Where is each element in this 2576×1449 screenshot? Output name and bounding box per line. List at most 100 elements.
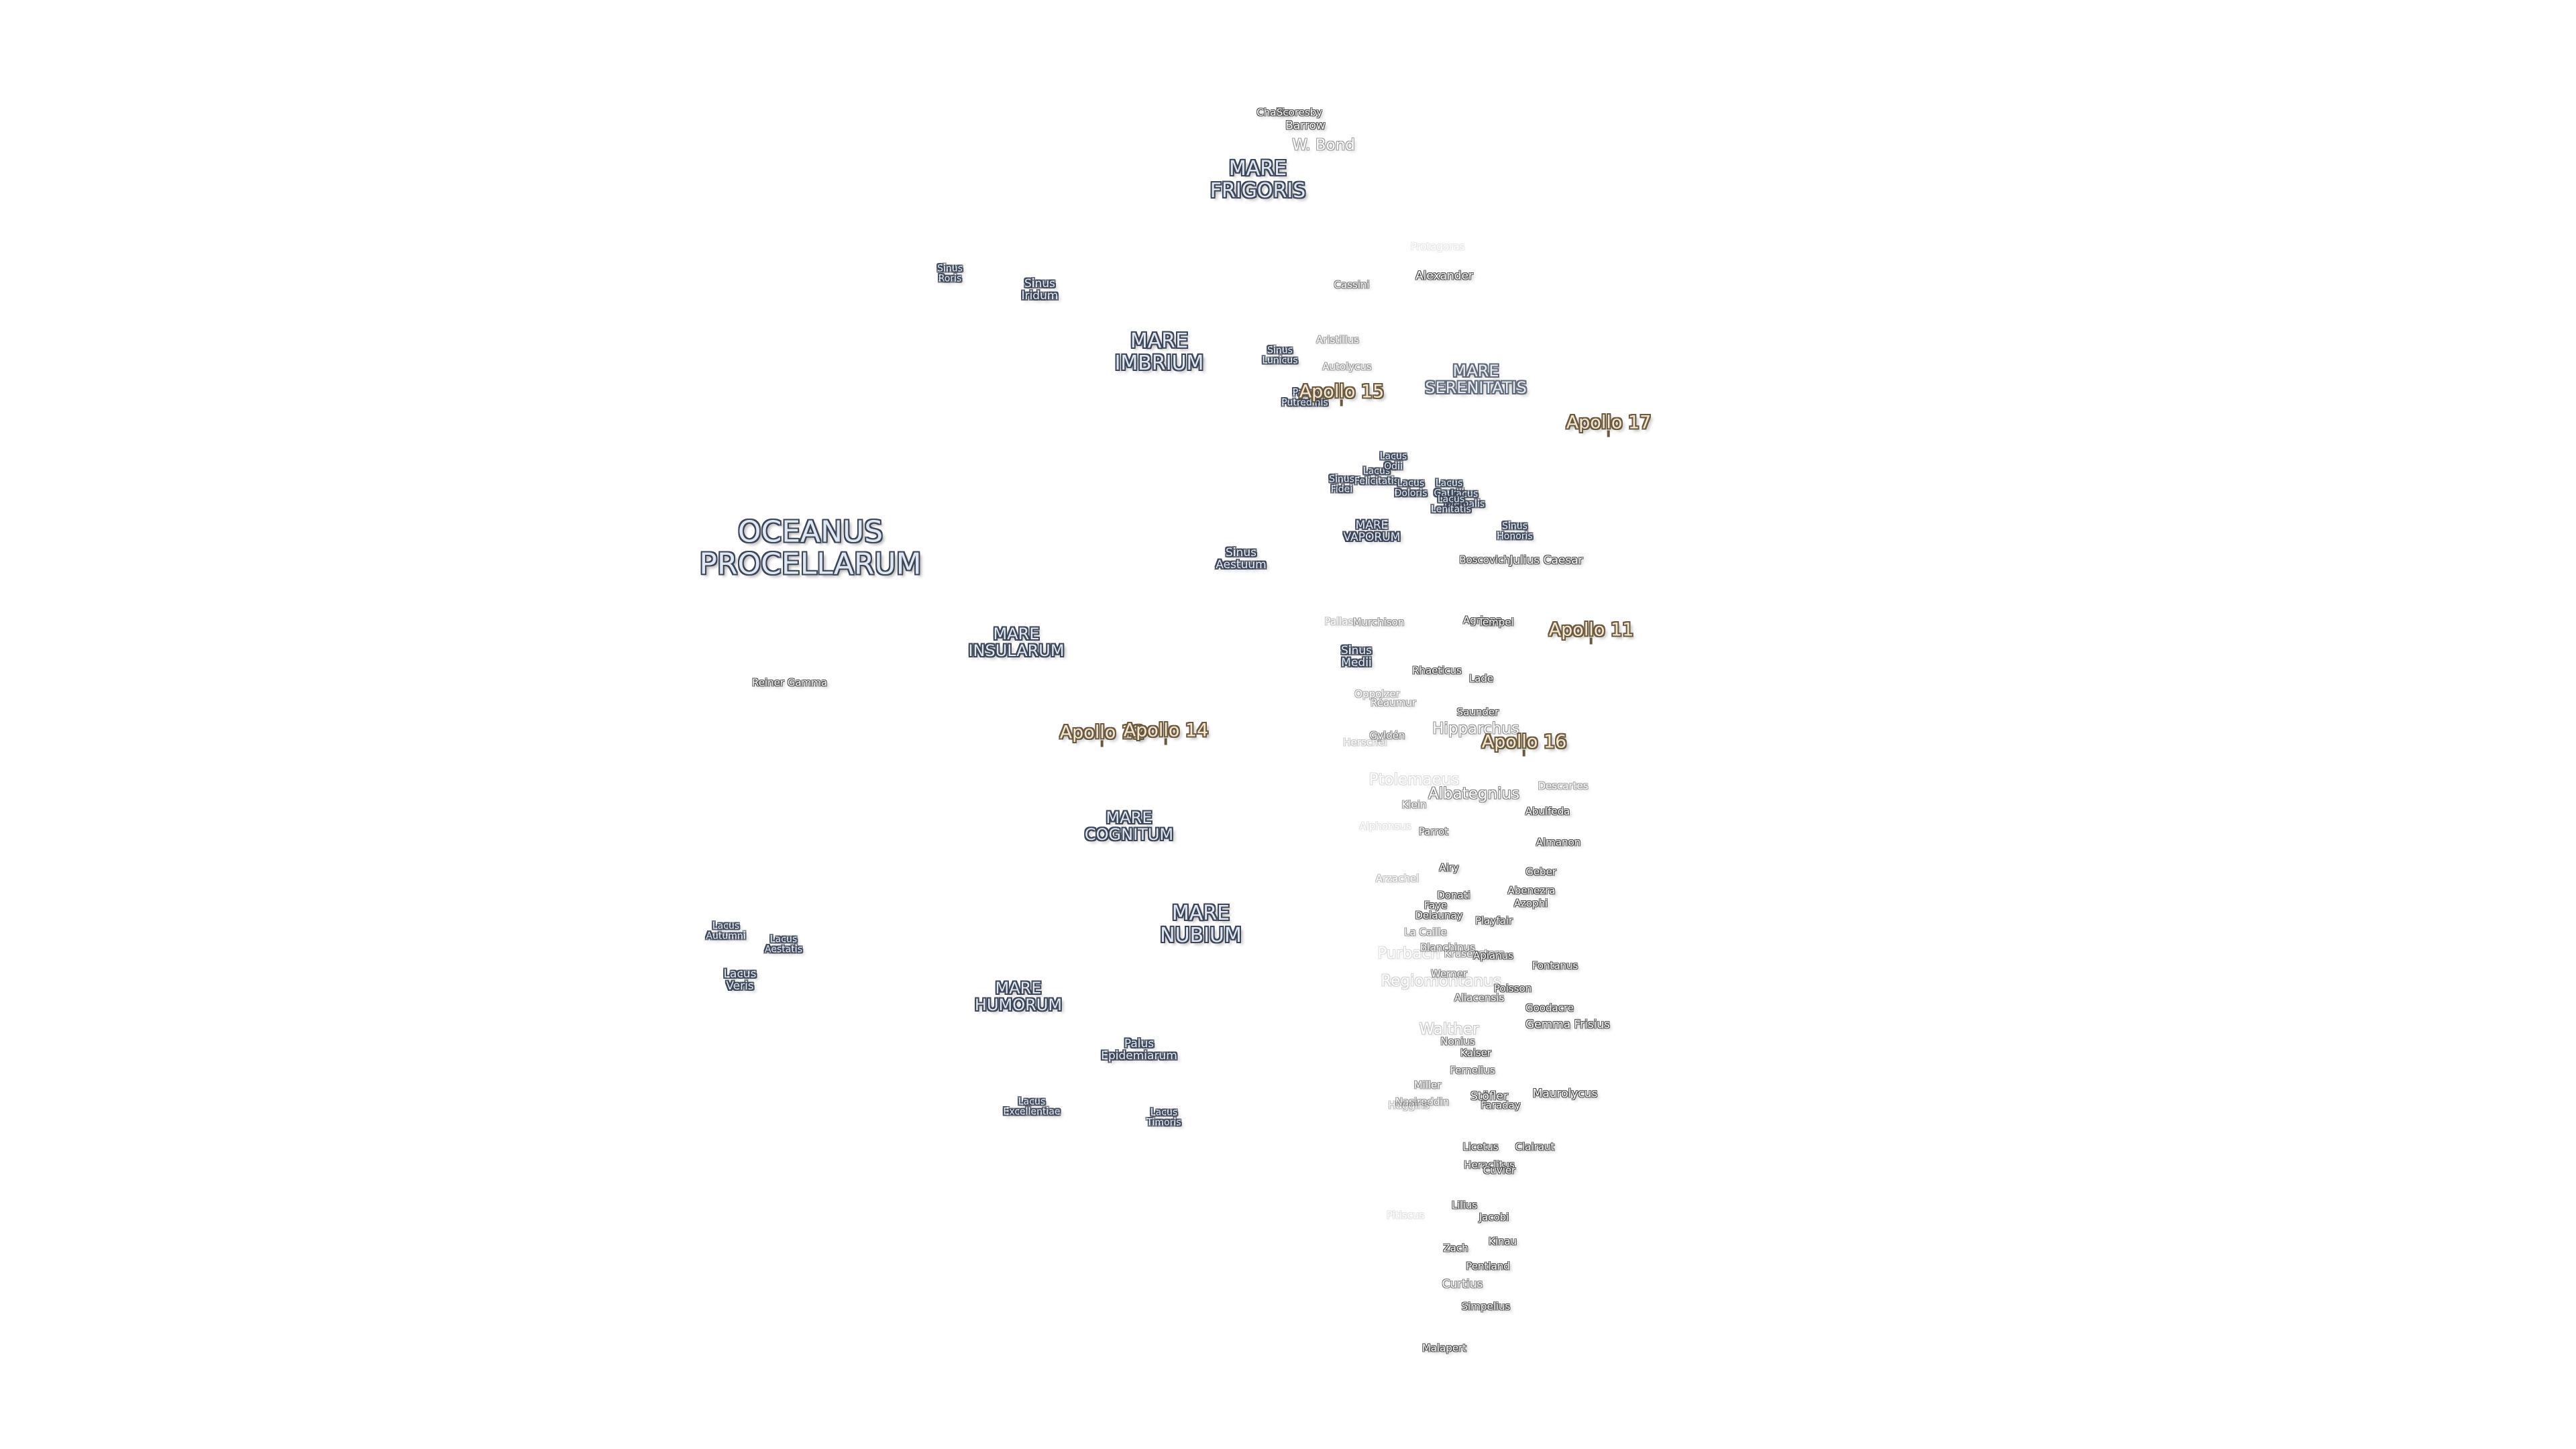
landing-site-apollo-15[interactable]: Apollo 15: [1299, 381, 1385, 407]
crater-label-c-playfair: Playfair: [1474, 914, 1513, 927]
landing-site-label: Apollo 11: [1548, 619, 1634, 641]
crater-label-c-cassini: Cassini: [1334, 278, 1370, 291]
sea-label-sinus-lunicus: Sinus Lunicus: [1262, 345, 1298, 366]
sea-label-lacus-veris: Lacus Veris: [723, 967, 757, 993]
crater-label-c-fernelius: Fernelius: [1450, 1064, 1495, 1077]
crater-label-c-nonius: Nonius: [1440, 1035, 1475, 1048]
crater-label-c-simpelius: Simpelius: [1461, 1300, 1511, 1313]
crater-label-c-scoresby: Scoresby: [1276, 106, 1323, 119]
landing-site-marker-icon: [1590, 637, 1593, 645]
sea-label-oceanus-procellarum: OCEANUS PROCELLARUM: [699, 515, 922, 582]
crater-label-c-reaumur: Réaumur: [1371, 696, 1416, 709]
sea-label-lacus-felicitatis: Lacus Felicitatis: [1354, 466, 1399, 486]
sea-label-lacus-doloris: Lacus Doloris: [1394, 478, 1428, 498]
crater-label-c-protagoras: Protagoras: [1410, 240, 1465, 253]
landing-site-marker-icon: [1340, 399, 1343, 407]
crater-label-c-almanon: Almanon: [1536, 836, 1581, 849]
landing-site-marker-icon: [1607, 430, 1610, 437]
crater-label-c-kinau: Kinau: [1488, 1235, 1517, 1248]
crater-label-c-faye: Faye: [1424, 899, 1448, 912]
crater-label-c-alphonsus: Alphonsus: [1359, 820, 1411, 833]
crater-label-c-ptolemaeus: Ptolemaeus: [1368, 771, 1460, 789]
sea-label-mare-imbrium: MARE IMBRIUM: [1114, 329, 1204, 375]
crater-label-c-abenezra: Abenezra: [1507, 884, 1556, 897]
crater-label-c-kaiser: Kaiser: [1460, 1046, 1492, 1059]
crater-label-c-aliacensis: Aliacensis: [1454, 991, 1505, 1004]
sea-label-lacus-autumni: Lacus Autumni: [706, 920, 746, 941]
crater-label-c-gyldén: Gyldén: [1369, 729, 1405, 742]
crater-label-c-krusenstern: Krusenstern: [1444, 947, 1505, 960]
landing-site-marker-icon: [1523, 749, 1525, 757]
sea-label-sinus-medii: Sinus Medii: [1341, 644, 1372, 669]
crater-label-c-licetus: Licetus: [1462, 1140, 1499, 1153]
landing-site-apollo-14[interactable]: Apollo 14: [1123, 720, 1209, 745]
crater-label-c-miller: Miller: [1413, 1079, 1442, 1091]
crater-label-c-w-bond: W. Bond: [1292, 136, 1355, 154]
landing-site-label: Apollo 15: [1299, 381, 1385, 402]
sea-label-sinus-honoris: Sinus Honoris: [1497, 521, 1533, 541]
crater-label-c-purbach: Purbach: [1377, 945, 1440, 963]
sea-label-sinus-fidei: Sinus Fidei: [1329, 474, 1354, 494]
crater-label-c-walther: Walther: [1419, 1020, 1479, 1038]
crater-label-c-nasireddin: Nasireddin: [1395, 1095, 1450, 1108]
crater-label-c-poisson: Poisson: [1493, 982, 1532, 995]
sea-label-mare-humorum: MARE HUMORUM: [974, 978, 1063, 1014]
sea-label-mare-vaporum: MARE VAPORUM: [1343, 519, 1401, 544]
landing-site-label: Apollo 17: [1566, 412, 1652, 433]
crater-label-c-lilius: Lilius: [1451, 1199, 1478, 1212]
landing-site-label: Apollo 14: [1123, 720, 1209, 741]
crater-label-c-donati: Donati: [1437, 889, 1470, 902]
crater-label-c-oppolzer: Oppolzer: [1354, 688, 1400, 700]
landing-site-marker-icon: [1101, 740, 1104, 747]
crater-label-c-pallas: Pallas: [1324, 615, 1354, 628]
crater-label-c-delaunay: Delaunay: [1415, 909, 1463, 922]
crater-label-c-hipparchus: Hipparchus: [1432, 720, 1519, 738]
crater-label-c-pitiscus: Pitiscus: [1386, 1209, 1425, 1222]
sea-label-mare-cognitum: MARE COGNITUM: [1084, 808, 1174, 844]
crater-label-c-jacobi: Jacobi: [1479, 1211, 1509, 1224]
crater-label-c-julius-caesar: Julius Caesar: [1509, 553, 1583, 568]
crater-label-c-saunder: Saunder: [1456, 706, 1499, 718]
crater-label-c-zach: Zach: [1443, 1242, 1468, 1254]
crater-label-c-pentland: Pentland: [1466, 1260, 1510, 1273]
crater-label-c-alexander: Alexander: [1415, 269, 1474, 283]
crater-label-c-tempel: Tempel: [1478, 616, 1514, 629]
sea-label-palus-putredinis: Palus Putredinis: [1281, 387, 1328, 408]
crater-label-c-faraday: Faraday: [1481, 1099, 1521, 1112]
crater-label-c-fontanus: Fontanus: [1532, 959, 1578, 972]
crater-label-c-blanchinus: Blanchinus: [1420, 941, 1475, 954]
crater-label-c-airy: Airy: [1439, 861, 1459, 874]
crater-label-c-malapert: Malapert: [1421, 1342, 1467, 1354]
landing-site-apollo-11[interactable]: Apollo 11: [1548, 619, 1634, 645]
crater-label-c-clairaut: Clairaut: [1515, 1140, 1555, 1153]
sea-label-palus-epidemiarum: Palus Epidemiarum: [1101, 1037, 1177, 1063]
crater-label-c-descartes: Descartes: [1538, 780, 1589, 792]
crater-label-c-maurolycus: Maurolycus: [1532, 1087, 1598, 1101]
crater-label-c-goodacre: Goodacre: [1525, 1002, 1574, 1014]
sea-label-lacus-timoris: Lacus Timoris: [1146, 1107, 1181, 1128]
crater-label-c-parrot: Parrot: [1418, 825, 1449, 838]
sea-label-sinus-roris: Sinus Roris: [937, 263, 963, 284]
sea-label-sinus-iridum: Sinus Iridum: [1021, 277, 1059, 303]
landing-site-label: Apollo 12: [1059, 722, 1145, 743]
crater-label-c-autolycus: Autolycus: [1322, 360, 1372, 373]
crater-label-c-cuvier: Cuvier: [1483, 1164, 1516, 1177]
landing-site-apollo-17[interactable]: Apollo 17: [1566, 412, 1652, 437]
crater-label-c-murchison: Murchison: [1352, 616, 1405, 629]
crater-label-c-arzachel: Arzachel: [1375, 872, 1419, 885]
crater-label-c-heraclitus: Heraclitus: [1464, 1159, 1515, 1171]
sea-label-lacus-excellentiae: Lacus Excellentiae: [1003, 1096, 1061, 1117]
sea-label-mare-serenitatis: MARE SERENITATIS: [1425, 361, 1527, 397]
sea-label-mare-frigoris: MARE FRIGORIS: [1210, 157, 1306, 203]
sea-label-lacus-hiemalis: Lacus Hiemalis: [1444, 488, 1485, 509]
crater-label-c-geber: Geber: [1525, 865, 1556, 878]
crater-label-c-albategnius: Albategnius: [1428, 785, 1520, 803]
landing-site-apollo-12[interactable]: Apollo 12: [1059, 722, 1145, 747]
crater-label-c-gemma-frisius: Gemma Frisius: [1525, 1018, 1611, 1032]
landing-site-apollo-16[interactable]: Apollo 16: [1482, 733, 1566, 757]
sea-label-mare-nubium: MARE NUBIUM: [1160, 902, 1242, 947]
sea-label-mare-insularum: MARE INSULARUM: [968, 624, 1065, 660]
crater-label-c-reiner-gamma: Reiner Gamma: [751, 676, 828, 689]
sea-label-sinus-aestuum: Sinus Aestuum: [1216, 546, 1267, 572]
